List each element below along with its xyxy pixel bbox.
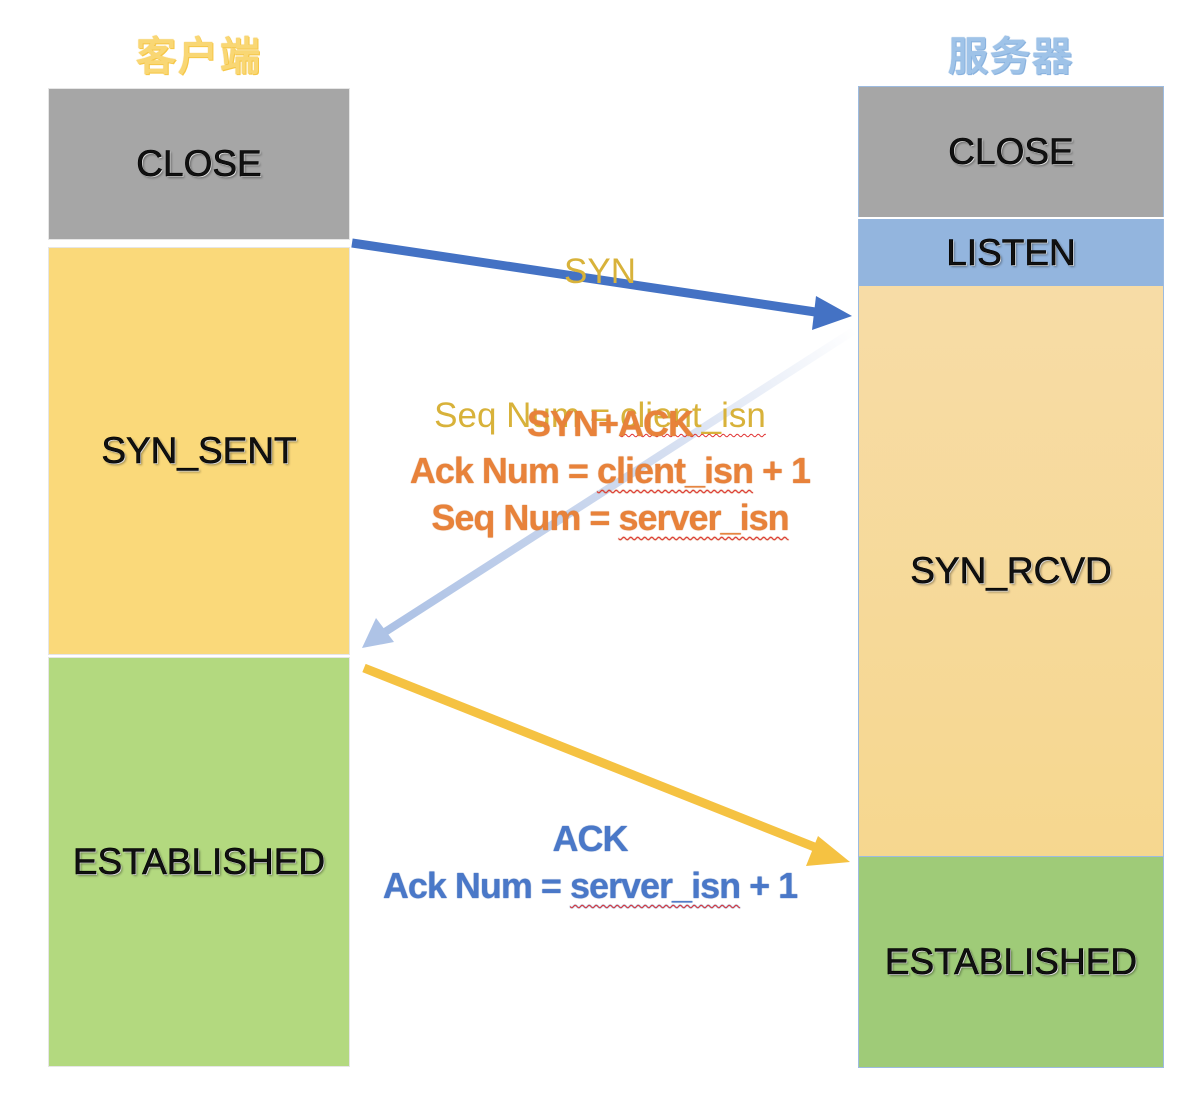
syn-arrow bbox=[351, 238, 852, 330]
syn-message-label: SYN Seq Num = client_isn bbox=[380, 152, 820, 488]
syn-seq-var: client_isn bbox=[619, 396, 766, 435]
synack-ack-suffix: + 1 bbox=[753, 450, 811, 491]
synack-arrow-head bbox=[362, 618, 394, 648]
ack-ack-line: Ack Num = server_isn + 1 bbox=[340, 862, 840, 909]
server-state-established: ESTABLISHED bbox=[858, 856, 1164, 1068]
server-state-syn-rcvd-label: SYN_RCVD bbox=[910, 550, 1112, 592]
synack-ack-prefix: Ack Num = bbox=[409, 450, 597, 491]
synack-ack-var: client_isn bbox=[596, 450, 754, 491]
ack-ack-var: server_isn bbox=[569, 865, 741, 906]
server-title: 服务器 bbox=[948, 34, 1074, 80]
server-state-listen: LISTEN bbox=[858, 219, 1164, 286]
client-state-syn-sent: SYN_SENT bbox=[48, 247, 350, 655]
synack-type: SYN+ACK bbox=[526, 403, 694, 444]
client-state-close: CLOSE bbox=[48, 88, 350, 240]
syn-arrow-head bbox=[812, 296, 852, 330]
syn-arrow-shaft bbox=[351, 238, 823, 318]
ack-ack-prefix: Ack Num = bbox=[382, 865, 570, 906]
client-state-close-label: CLOSE bbox=[136, 143, 262, 185]
syn-seq-prefix: Seq Num = bbox=[434, 396, 620, 435]
synack-arrow-shaft bbox=[382, 326, 858, 636]
synack-seq-line: Seq Num = server_isn bbox=[360, 494, 860, 541]
server-state-listen-label: LISTEN bbox=[946, 231, 1076, 273]
syn-seq-line: Seq Num = client_isn bbox=[380, 392, 820, 440]
synack-message-label: SYN+ACK Ack Num = client_isn + 1 Seq Num… bbox=[360, 400, 860, 541]
syn-type: SYN bbox=[564, 252, 636, 291]
server-state-established-label: ESTABLISHED bbox=[884, 941, 1138, 983]
client-state-established-label: ESTABLISHED bbox=[72, 841, 326, 883]
synack-arrow bbox=[362, 326, 858, 648]
ack-arrow-head bbox=[806, 836, 850, 866]
server-state-close: CLOSE bbox=[858, 86, 1164, 217]
client-state-established: ESTABLISHED bbox=[48, 657, 350, 1067]
ack-arrow bbox=[362, 663, 850, 866]
synack-ack-line: Ack Num = client_isn + 1 bbox=[360, 447, 860, 494]
ack-type: ACK bbox=[552, 818, 629, 859]
ack-message-label: ACK Ack Num = server_isn + 1 bbox=[340, 815, 840, 909]
ack-arrow-shaft bbox=[362, 663, 824, 855]
server-state-close-label: CLOSE bbox=[948, 131, 1074, 173]
synack-seq-prefix: Seq Num = bbox=[431, 497, 619, 538]
client-title: 客户端 bbox=[136, 34, 262, 80]
server-state-syn-rcvd: SYN_RCVD bbox=[858, 286, 1164, 856]
synack-seq-var: server_isn bbox=[618, 497, 789, 538]
client-state-syn-sent-label: SYN_SENT bbox=[101, 430, 297, 472]
ack-ack-suffix: + 1 bbox=[740, 865, 798, 906]
